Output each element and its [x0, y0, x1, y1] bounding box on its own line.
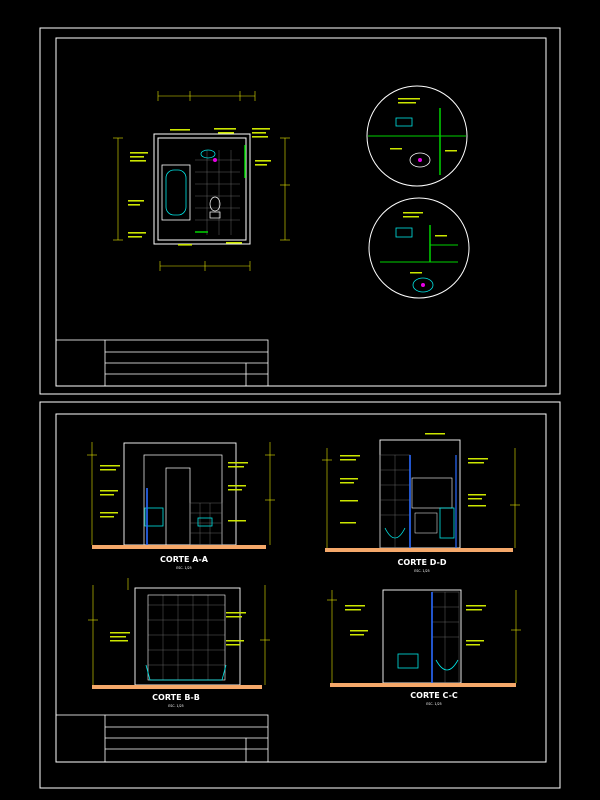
- plan-dimensions: [113, 91, 290, 271]
- drain-marker: [213, 158, 217, 162]
- sheet-outer-frame: [39, 401, 561, 789]
- toilet-plan: [209, 196, 221, 219]
- plan-title-block: [55, 339, 269, 387]
- sections-sheet: CORTE A-A ESC. 1/25 CORTE D-D ESC. 1/25: [39, 401, 561, 789]
- detail-circle-wc: [368, 197, 470, 299]
- section-d-title: CORTE D-D: [398, 558, 447, 567]
- section-b-title: CORTE B-B: [152, 693, 200, 702]
- section-a-title: CORTE A-A: [160, 555, 209, 564]
- plan-walls: [153, 133, 251, 245]
- section-d: CORTE D-D ESC. 1/25: [322, 433, 520, 573]
- section-a-door: [165, 467, 191, 546]
- sheet-inner-frame: [55, 413, 547, 763]
- section-c: CORTE C-C ESC. 1/25: [327, 589, 521, 706]
- section-c-toilet: [397, 653, 419, 669]
- section-c-title: CORTE C-C: [410, 691, 458, 700]
- detail-circle-sink: [366, 85, 468, 187]
- plan-sheet: [39, 27, 561, 395]
- section-b-scale: ESC. 1/25: [168, 704, 183, 708]
- section-c-scale: ESC. 1/25: [426, 702, 441, 706]
- bathtub-plan: [161, 164, 191, 221]
- section-b-floor: [92, 685, 262, 689]
- sink-plan: [200, 149, 216, 159]
- section-a-scale: ESC. 1/25: [176, 566, 191, 570]
- sections-title-block: [55, 714, 269, 763]
- section-b: CORTE B-B ESC. 1/25: [88, 578, 270, 708]
- section-d-scale: ESC. 1/25: [414, 569, 429, 573]
- sheet-inner-frame: [55, 37, 547, 387]
- plan-tile-grid: [195, 150, 240, 235]
- section-a-floor: [92, 545, 266, 549]
- section-d-floor: [325, 548, 513, 552]
- bathroom-floor-plan: [113, 91, 290, 271]
- plan-green-walls: [195, 145, 246, 233]
- section-c-floor: [330, 683, 516, 687]
- sheet-outer-frame: [39, 27, 561, 395]
- section-a: CORTE A-A ESC. 1/25: [87, 442, 275, 570]
- section-b-bathtub: [145, 664, 227, 681]
- plan-annotations: [128, 128, 271, 246]
